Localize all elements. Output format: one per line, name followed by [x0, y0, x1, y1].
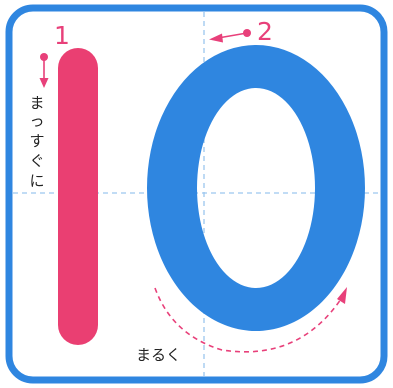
digit-one-stroke	[58, 48, 98, 345]
stroke-number-two: 2	[257, 17, 273, 46]
straight-hint-text: ま っ す ぐ に	[29, 94, 44, 190]
hint-char: ま	[29, 94, 44, 112]
curved-dashed-arrow-icon	[154, 287, 347, 353]
down-arrow-icon	[39, 53, 49, 88]
left-arrow-icon	[209, 29, 251, 43]
hint-char: っ	[29, 112, 44, 130]
stroke-number-one: 1	[54, 21, 70, 50]
hint-char: す	[29, 132, 44, 150]
hint-char: ぐ	[29, 152, 44, 170]
digit-zero-stroke	[146, 45, 365, 331]
hint-char: に	[29, 172, 44, 190]
round-hint-text: まるく	[136, 346, 181, 364]
